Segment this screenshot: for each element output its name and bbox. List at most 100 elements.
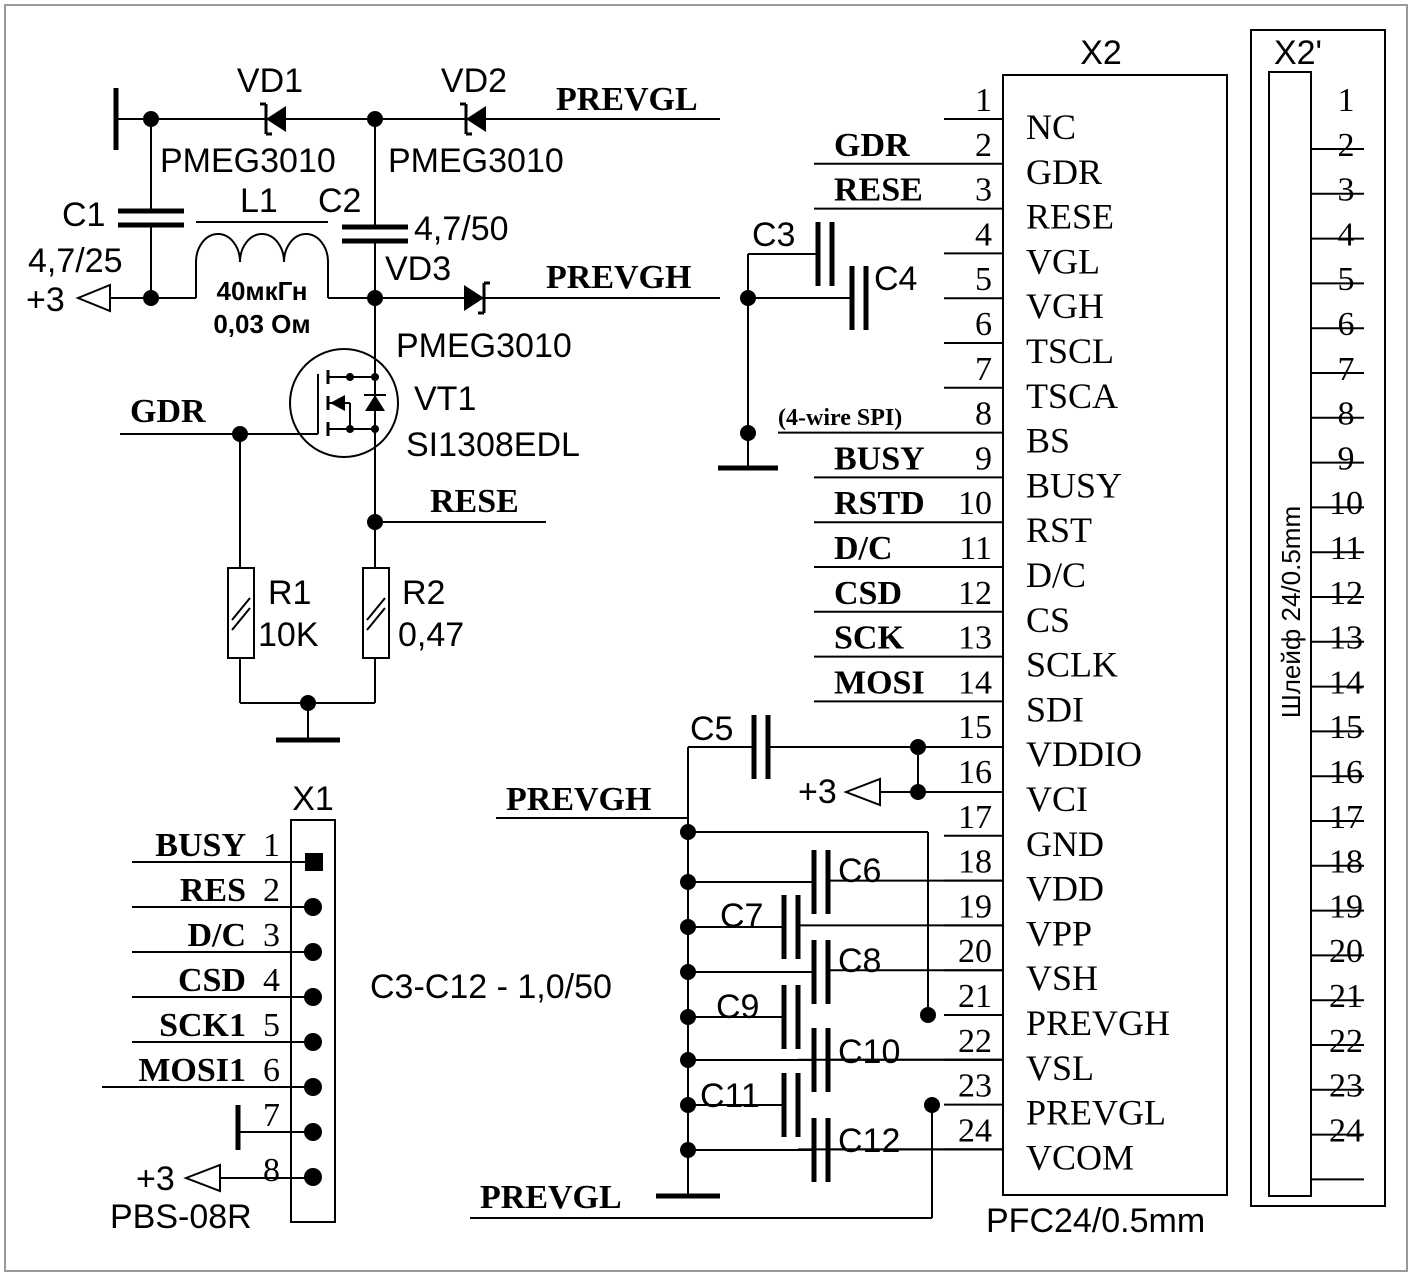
net-gdr-left: GDR: [130, 393, 206, 430]
x2-net-label: BUSY: [834, 440, 925, 477]
x2-pin-number: 10: [958, 485, 992, 522]
x1-pin-number: 2: [263, 872, 280, 909]
r1-value: 10K: [258, 616, 319, 654]
r1-resistor: [227, 567, 255, 659]
x2prime-pin-number: 2: [1338, 127, 1355, 164]
x2-net-label: MOSI: [834, 664, 925, 701]
x2prime-ref: X2': [1274, 34, 1322, 72]
x2-pin-number: 6: [975, 306, 992, 343]
net-rese-left: RESE: [430, 483, 519, 520]
c3-ref: C3: [752, 216, 795, 254]
x1-net-label: BUSY: [155, 827, 246, 864]
x2prime-body: [1268, 71, 1312, 1197]
power-section: VD1 VD2 PMEG3010 PMEG3010 PREVGL C1 4,7/…: [26, 62, 720, 743]
x2prime-pin-number: 11: [1330, 530, 1363, 567]
x2prime-pin-number: 16: [1329, 754, 1363, 791]
r2-ref: R2: [402, 574, 445, 612]
x2-ref: X2: [1080, 34, 1122, 72]
x2-pin-name: RST: [1026, 510, 1092, 550]
x1-net-label: CSD: [178, 962, 246, 999]
x2-pin-name: VDD: [1026, 869, 1104, 909]
x1-net-label: MOSI1: [138, 1052, 246, 1089]
x2prime-pin-number: 7: [1338, 351, 1355, 388]
vd1-diode: [260, 102, 286, 136]
r1-ref: R1: [268, 574, 311, 612]
x2-pin-number: 22: [958, 1023, 992, 1060]
x2prime-pin-number: 17: [1329, 799, 1363, 836]
net-prevgl-bottom: PREVGL: [480, 1179, 622, 1216]
net-prevgl-top: PREVGL: [556, 81, 698, 118]
c1-value: 4,7/25: [28, 242, 123, 280]
x2prime-pin-number: 21: [1329, 978, 1363, 1015]
x2-pin-number: 4: [975, 216, 992, 253]
r2-resistor: [362, 567, 390, 659]
x1-ref: X1: [292, 780, 334, 818]
x1-pin-number: 3: [263, 917, 280, 954]
x2-pin-number: 15: [958, 709, 992, 746]
x2prime-pin-number: 1: [1338, 82, 1355, 119]
x2-pin-name: VCI: [1026, 779, 1088, 819]
c5-ref: C5: [690, 710, 733, 748]
x2prime-pin-number: 4: [1338, 216, 1355, 253]
x2-pin-name: VDDIO: [1026, 734, 1142, 774]
plus3-vci-label: +3: [798, 773, 837, 811]
vd2-diode: [460, 102, 486, 136]
x2-pin-number: 9: [975, 440, 992, 477]
x2-pin-number: 20: [958, 933, 992, 970]
x2-pin-name: GDR: [1026, 152, 1102, 192]
x2-pin-number: 24: [958, 1112, 992, 1149]
x1-connector: X1 PBS-08R +3 1BUSY2RES3D/C4CSD5SCK16MOS…: [102, 780, 336, 1236]
x2prime-pin-number: 18: [1329, 844, 1363, 881]
x2-pin-name: SDI: [1026, 689, 1084, 729]
x2-pin-name: PREVGL: [1026, 1093, 1166, 1133]
x2-pin-name: GND: [1026, 824, 1104, 864]
x2prime-pin-number: 6: [1338, 306, 1355, 343]
c5-group: +3 C5 PREVGH: [496, 710, 1003, 1150]
x2prime-pin-number: 20: [1329, 933, 1363, 970]
net-prevgh-top: PREVGH: [546, 259, 691, 296]
plus3-input-arrow: [843, 777, 881, 807]
plus3-input-arrow: [75, 283, 111, 313]
x1-pin-number: 8: [263, 1152, 280, 1189]
x1-pin-number: 1: [263, 827, 280, 864]
vd1-ref: VD1: [237, 62, 303, 100]
x2-pin-number: 23: [958, 1068, 992, 1105]
x2prime-cable-label: Шлейф 24/0.5mm: [1276, 506, 1306, 718]
x2prime-pin-number: 13: [1329, 620, 1363, 657]
x2-pin-number: 12: [958, 575, 992, 612]
spi-note: (4-wire SPI): [778, 405, 902, 431]
x2-connector: X2 PFC24/0.5mm (4-wire SPI) 1NC2GDRGDR3R…: [778, 34, 1228, 1240]
x1-net-label: SCK1: [159, 1007, 246, 1044]
c3-c4-group: C3 C4: [718, 216, 917, 471]
x2-body: [1002, 74, 1228, 1196]
x2-pin-name: BS: [1026, 421, 1070, 461]
x2prime-pin-number: 24: [1329, 1112, 1363, 1149]
x2-pin-name: VSL: [1026, 1048, 1094, 1088]
vt1-part: SI1308EDL: [406, 426, 580, 464]
vt1-mosfet: [240, 348, 399, 458]
x2-pin-number: 1: [975, 82, 992, 119]
x2-pin-number: 7: [975, 351, 992, 388]
x2-net-label: CSD: [834, 575, 902, 612]
x2-pin-number: 11: [959, 530, 992, 567]
plus3-input-arrow: [183, 1163, 221, 1193]
l1-value: 40мкГн: [217, 276, 308, 306]
x2-pin-number: 13: [958, 620, 992, 657]
x2prime-pin-number: 8: [1338, 396, 1355, 433]
vd1-part: PMEG3010: [160, 142, 336, 180]
cap-ref: C6: [838, 852, 881, 890]
x2prime-pin-number: 23: [1329, 1068, 1363, 1105]
x2-pin-name: D/C: [1026, 555, 1086, 595]
cap-ref: C11: [700, 1077, 760, 1115]
x2prime-pin-number: 10: [1329, 485, 1363, 522]
x1-net-label: RES: [180, 872, 246, 909]
x2prime-pin-number: 14: [1329, 664, 1363, 701]
x1-part: PBS-08R: [110, 1198, 252, 1236]
l1-resistance: 0,03 Ом: [213, 309, 310, 339]
x2-pin-name: VSH: [1026, 958, 1098, 998]
caps-note: C3-C12 - 1,0/50: [370, 968, 612, 1006]
x2prime-pin-number: 19: [1329, 888, 1363, 925]
vd2-part: PMEG3010: [388, 142, 564, 180]
